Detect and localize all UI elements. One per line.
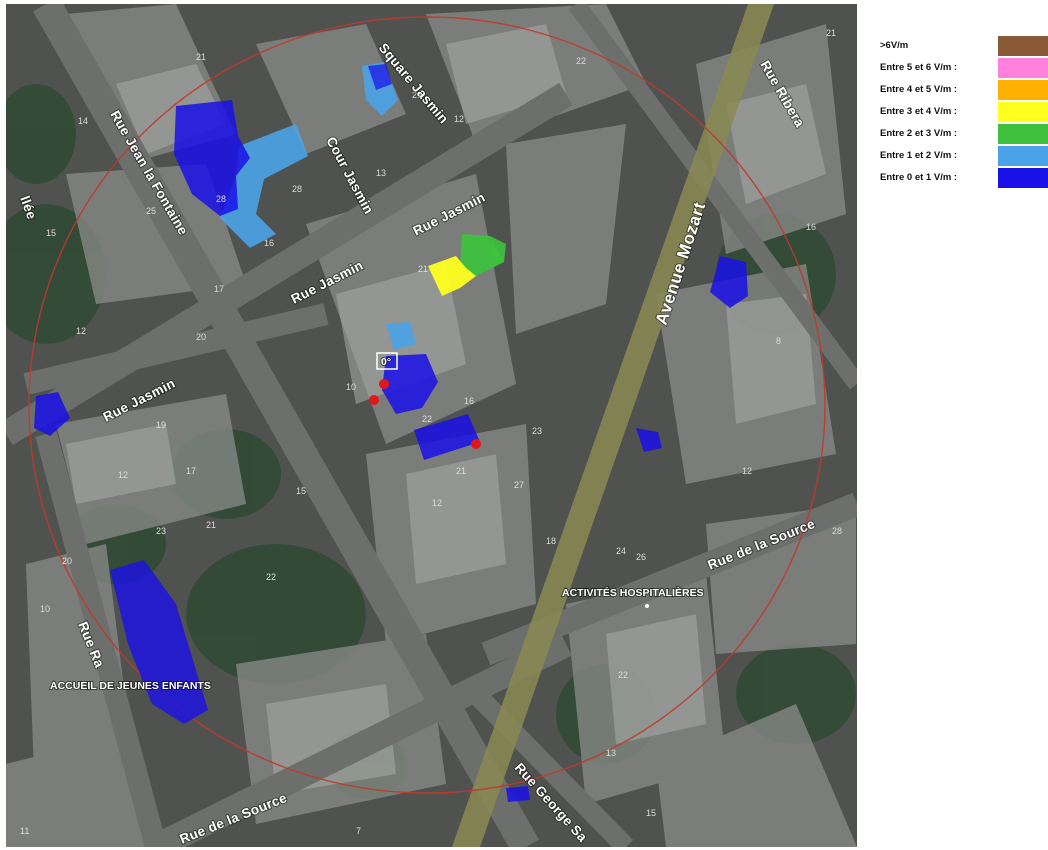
legend-label: Entre 2 et 3 V/m : [880, 128, 958, 139]
building-number: 14 [78, 116, 88, 126]
poi-nursery-label: ACCUEIL DE JEUNES ENFANTS [50, 680, 211, 692]
antenna-marker [379, 379, 389, 389]
building-number: 15 [646, 808, 656, 818]
overlay-0-1vm [368, 64, 392, 90]
overlay-0-1vm [506, 786, 530, 802]
building-number: 19 [156, 420, 166, 430]
building-number: 22 [266, 572, 276, 582]
legend-item: Entre 1 et 2 V/m : [880, 146, 1048, 168]
building-number: 28 [832, 526, 842, 536]
legend-label: >6V/m [880, 40, 909, 51]
building-number: 28 [216, 194, 226, 204]
overlay-3-4vm [428, 256, 476, 296]
building-number: 12 [118, 470, 128, 480]
building-number: 16 [264, 238, 274, 248]
building-number: 16 [464, 396, 474, 406]
building-number: 12 [742, 466, 752, 476]
legend-label: Entre 4 et 5 V/m : [880, 84, 958, 95]
legend-item: Entre 3 et 4 V/m : [880, 102, 1048, 124]
overlay-0-1vm [34, 392, 70, 436]
legend-label: Entre 3 et 4 V/m : [880, 106, 958, 117]
building-number: 18 [546, 536, 556, 546]
building-number: 12 [454, 114, 464, 124]
legend-label: Entre 5 et 6 V/m : [880, 62, 958, 73]
antenna-marker [369, 395, 379, 405]
building-number: 24 [616, 546, 626, 556]
building-number: 21 [418, 264, 428, 274]
overlay-1-2vm [362, 62, 398, 116]
building-number: 26 [412, 90, 422, 100]
poi-hospital-marker [645, 604, 649, 608]
building-number: 15 [46, 228, 56, 238]
coverage-radius-circle [28, 16, 826, 794]
legend-color-swatch [998, 102, 1048, 122]
poi-hospital-label: ACTIVITÉS HOSPITALIÈRES [562, 586, 704, 599]
antenna-site-box [376, 352, 398, 370]
legend-item: Entre 2 et 3 V/m : [880, 124, 1048, 146]
legend-color-swatch [998, 124, 1048, 144]
building-number: 13 [606, 748, 616, 758]
avenue-mozart-road [452, 4, 774, 847]
legend-label: Entre 0 et 1 V/m : [880, 172, 958, 183]
antenna-azimuth-label: 0° [381, 356, 391, 368]
building-number: 16 [806, 222, 816, 232]
building-numbers: 21 14 28 17 12 20 26 12 28 16 15 25 13 21 10 22 16 17 19 12… [20, 28, 842, 836]
building-number: 21 [206, 520, 216, 530]
legend-color-swatch [998, 58, 1048, 78]
antenna-marker [471, 439, 481, 449]
overlay-0-1vm [414, 414, 480, 460]
satellite-map[interactable]: 0° 21 14 28 17 12 20 26 12 28 16 15 25 13 21 10 22 16 17 1… [6, 4, 857, 847]
legend-color-swatch [998, 146, 1048, 166]
antenna-markers: 0° [369, 352, 481, 449]
building-number: 17 [214, 284, 224, 294]
building-number: 22 [576, 56, 586, 66]
overlay-0-1vm [710, 256, 748, 308]
overlay-2-3vm [490, 236, 506, 266]
building-number: 21 [826, 28, 836, 38]
overlay-1-2vm [386, 322, 416, 350]
legend-color-swatch [998, 80, 1048, 100]
overlay-0-1vm [110, 560, 208, 724]
building-number: 8 [776, 336, 781, 346]
building-number: 12 [432, 498, 442, 508]
field-strength-overlays [34, 62, 748, 802]
building-number: 12 [76, 326, 86, 336]
building-number: 22 [618, 670, 628, 680]
building-number: 25 [146, 206, 156, 216]
building-number: 11 [20, 826, 29, 836]
legend-item: Entre 4 et 5 V/m : [880, 80, 1048, 102]
building-number: 10 [346, 382, 356, 392]
legend-item: Entre 5 et 6 V/m : [880, 58, 1048, 80]
building-number: 13 [376, 168, 386, 178]
building-number: 15 [296, 486, 306, 496]
legend-label: Entre 1 et 2 V/m : [880, 150, 958, 161]
building-number: 23 [532, 426, 542, 436]
legend-color-swatch [998, 36, 1048, 56]
building-number: 20 [196, 332, 206, 342]
building-number: 7 [356, 826, 361, 836]
overlay-0-1vm [174, 100, 250, 216]
overlay-0-1vm [636, 428, 662, 452]
building-number: 17 [186, 466, 196, 476]
building-number: 23 [156, 526, 166, 536]
building-number: 21 [196, 52, 206, 62]
legend-item: >6V/m [880, 36, 1048, 58]
legend-item: Entre 0 et 1 V/m : [880, 168, 1048, 190]
building-number: 21 [456, 466, 466, 476]
building-number: 22 [422, 414, 432, 424]
legend-color-swatch [998, 168, 1048, 188]
building-number: 27 [514, 480, 524, 490]
building-number: 20 [62, 556, 72, 566]
building-number: 26 [636, 552, 646, 562]
building-number: 10 [40, 604, 50, 614]
building-number: 28 [292, 184, 302, 194]
